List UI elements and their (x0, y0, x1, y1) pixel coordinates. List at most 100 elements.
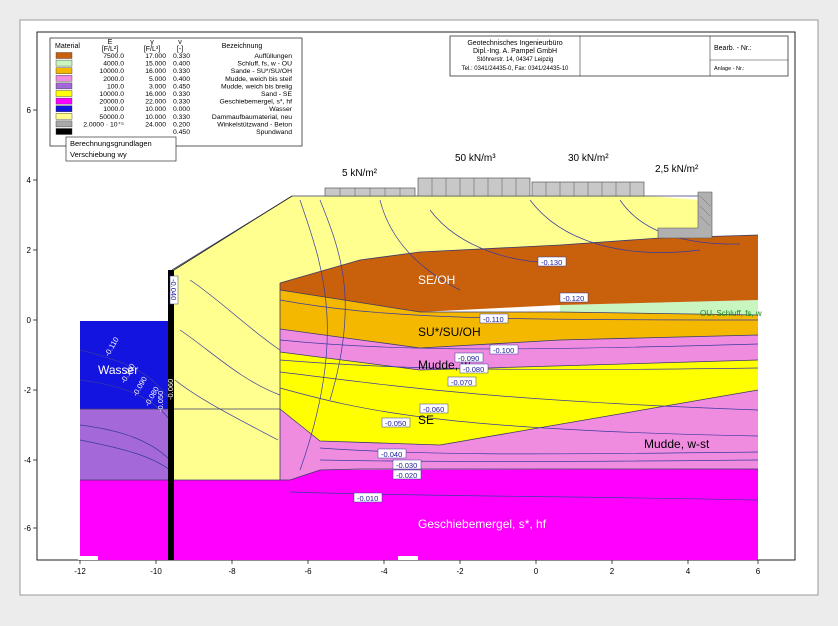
legend-e-value: 2.0000 · 10⁺⁵ (83, 121, 124, 128)
company-line-2: Dipl.-Ing. A. Pampel GmbH (473, 48, 557, 55)
legend-nu-value: 0.000 (173, 106, 190, 113)
legend-nu-value: 0.330 (173, 53, 190, 60)
contour-label: -0.050 (156, 391, 165, 412)
load-label-30: 30 kN/m² (568, 153, 609, 164)
x-tick-label: 0 (534, 567, 539, 576)
result-popup[interactable]: Berechnungsgrundlagen Verschiebung wy (65, 136, 177, 162)
legend-nu-value: 0.330 (173, 68, 190, 75)
legend-name-value: Spundwand (256, 129, 292, 136)
contour-label: -0.130 (541, 258, 562, 267)
legend-swatch (55, 128, 73, 135)
contour-label: -0.070 (451, 378, 472, 387)
layer-wasser (80, 321, 170, 409)
axis-ticks (33, 109, 759, 564)
company-phone: Tel.: 0341/24435-0, Fax: 0341/24435-10 (462, 66, 569, 72)
legend-swatch (55, 52, 73, 59)
x-tick-label: -4 (380, 567, 388, 576)
legend-name-value: Winkelstützwand - Beton (217, 121, 292, 128)
y-tick-label: -4 (24, 456, 32, 465)
bearb-nr-label: Bearb. - Nr.: (714, 45, 752, 52)
label-ou: OU, Schluff, fs, w (700, 309, 762, 318)
contour-label: -0.020 (396, 471, 417, 480)
contour-label: -0.010 (357, 494, 378, 503)
legend-header-nu: ν (178, 39, 182, 46)
legend-swatch (55, 97, 73, 105)
contour-label: -0.090 (458, 354, 479, 363)
legend-nu-value: 0.200 (173, 121, 190, 128)
legend-gamma-value: 22.000 (145, 99, 166, 106)
legend-name-value: Sand - SE (261, 91, 292, 98)
legend-e-value: 10000.0 (99, 68, 124, 75)
legend-nu-value: 0.330 (173, 99, 190, 106)
x-tick-label: -2 (456, 567, 464, 576)
load-label-50: 50 kN/m³ (455, 153, 496, 164)
legend-header-gamma-unit: [F/L³] (144, 46, 160, 53)
legend-e-value: 50000.0 (99, 114, 124, 121)
legend-name-value: Mudde, weich bis breiig (221, 83, 292, 90)
y-tick-label: 4 (27, 176, 32, 185)
x-tick-label: -8 (228, 567, 236, 576)
x-axis-labels: -12 -10 -8 -6 -4 -2 0 2 4 6 (74, 567, 761, 576)
load-label-5: 5 kN/m² (342, 168, 378, 179)
layer-geschiebemergel (80, 469, 758, 560)
legend-name-value: Geschiebemergel, s*, hf (219, 99, 292, 106)
legend-e-value: 20000.0 (99, 99, 124, 106)
legend-name-value: Auffüllungen (254, 53, 292, 60)
contour-label: -0.060 (423, 405, 444, 414)
contour-label: -0.110 (483, 315, 504, 324)
contour-label: -0.030 (396, 461, 417, 470)
legend-gamma-value: 24.000 (145, 121, 166, 128)
legend-name-value: Sande - SU*/SU/OH (231, 68, 292, 75)
legend-nu-value: 0.330 (173, 91, 190, 98)
legend-gamma-value: 10.000 (145, 114, 166, 121)
legend-name-value: Mudde, weich bis steif (225, 76, 292, 83)
contour-lines (79, 199, 759, 501)
legend-swatch (55, 90, 73, 97)
legend-e-value: 100.0 (107, 83, 124, 90)
legend-e-value: 7500.0 (103, 53, 124, 60)
label-se-oh: SE/OH (418, 273, 455, 287)
material-legend: Material E [F/L²] γ [F/L³] ν [-] Bezeich… (49, 37, 303, 147)
x-tick-label: 6 (756, 567, 761, 576)
legend-swatch (55, 59, 73, 67)
load-labels: 5 kN/m² 50 kN/m³ 30 kN/m² 2,5 kN/m² (342, 153, 699, 179)
title-block: Geotechnisches Ingenieurbüro Dipl.-Ing. … (449, 35, 789, 77)
x-tick-label: -10 (150, 567, 162, 576)
legend-gamma-value: 17.000 (145, 53, 166, 60)
label-wasser: Wasser (98, 363, 138, 377)
anlage-nr-label: Anlage - Nr.: (714, 66, 745, 72)
x-tick-label: -12 (74, 567, 86, 576)
y-tick-label: -2 (24, 386, 32, 395)
legend-e-value: 10000.0 (99, 91, 124, 98)
legend-gamma-value: 16.000 (145, 91, 166, 98)
contour-value-labels: -0.130 -0.120 -0.110 -0.100 -0.090 -0.08… (103, 256, 589, 503)
legend-header-material: Material (55, 43, 80, 50)
legend-gamma-value: 16.000 (145, 68, 166, 75)
legend-name-value: Schluff, fs, w - OU (237, 61, 292, 68)
label-se: SE (418, 413, 434, 427)
layer-mudde-breiig (80, 409, 170, 480)
label-geschiebemergel: Geschiebemergel, s*, hf (418, 517, 547, 531)
legend-gamma-value: 5.000 (149, 76, 166, 83)
contour-label: -0.060 (166, 379, 175, 400)
popup-line-2: Verschiebung wy (70, 150, 127, 159)
legend-gamma-value: 15.000 (145, 61, 166, 68)
popup-line-1: Berechnungsgrundlagen (70, 139, 152, 148)
retaining-wall (657, 191, 713, 239)
contour-label: -0.120 (563, 294, 584, 303)
legend-swatch (55, 75, 73, 82)
y-tick-label: 6 (27, 106, 32, 115)
legend-gamma-value: 10.000 (145, 106, 166, 113)
legend-swatch (55, 120, 73, 128)
company-address: Stöhrerstr. 14, 04347 Leipzig (477, 57, 554, 63)
contour-label: -0.100 (493, 346, 514, 355)
company-line-1: Geotechnisches Ingenieurbüro (467, 40, 562, 47)
legend-header-e: E (108, 39, 113, 46)
layer-se-oh (280, 235, 758, 312)
legend-swatch (55, 113, 73, 120)
x-tick-label: -6 (304, 567, 312, 576)
legend-header-bezeichnung: Bezeichnung (222, 43, 263, 50)
label-mudde-wst: Mudde, w-st (644, 437, 710, 451)
x-tick-label: 4 (686, 567, 691, 576)
